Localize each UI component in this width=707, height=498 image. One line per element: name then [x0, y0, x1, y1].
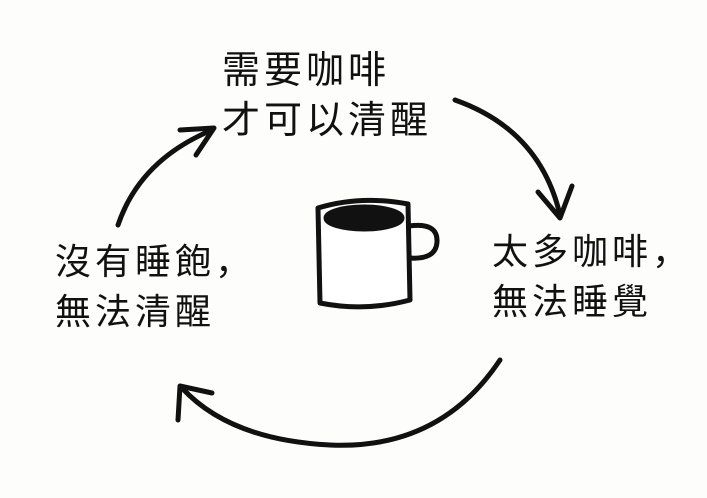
- arrow-left-to-top: [115, 127, 215, 228]
- node-not-enough-sleep: 沒有睡飽， 無法清醒: [55, 238, 255, 338]
- coffee-mug-icon: [315, 197, 440, 310]
- node-too-much-coffee: 太多咖啡， 無法睡覺: [492, 228, 692, 328]
- node-line: 無法睡覺: [492, 282, 653, 323]
- node-line: 才可以清醒: [222, 98, 433, 142]
- node-line: 沒有睡飽，: [55, 242, 256, 283]
- node-line: 無法清醒: [55, 292, 216, 333]
- arrowhead-left: [175, 383, 215, 423]
- node-line: 需要咖啡: [222, 48, 391, 92]
- arrowhead-right: [535, 183, 575, 221]
- arrowhead-top: [177, 125, 217, 158]
- arrow-top-to-right: [452, 97, 563, 218]
- arrow-right-to-left: [179, 357, 503, 448]
- node-need-coffee: 需要咖啡 才可以清醒: [222, 45, 432, 145]
- node-line: 太多咖啡，: [492, 232, 693, 273]
